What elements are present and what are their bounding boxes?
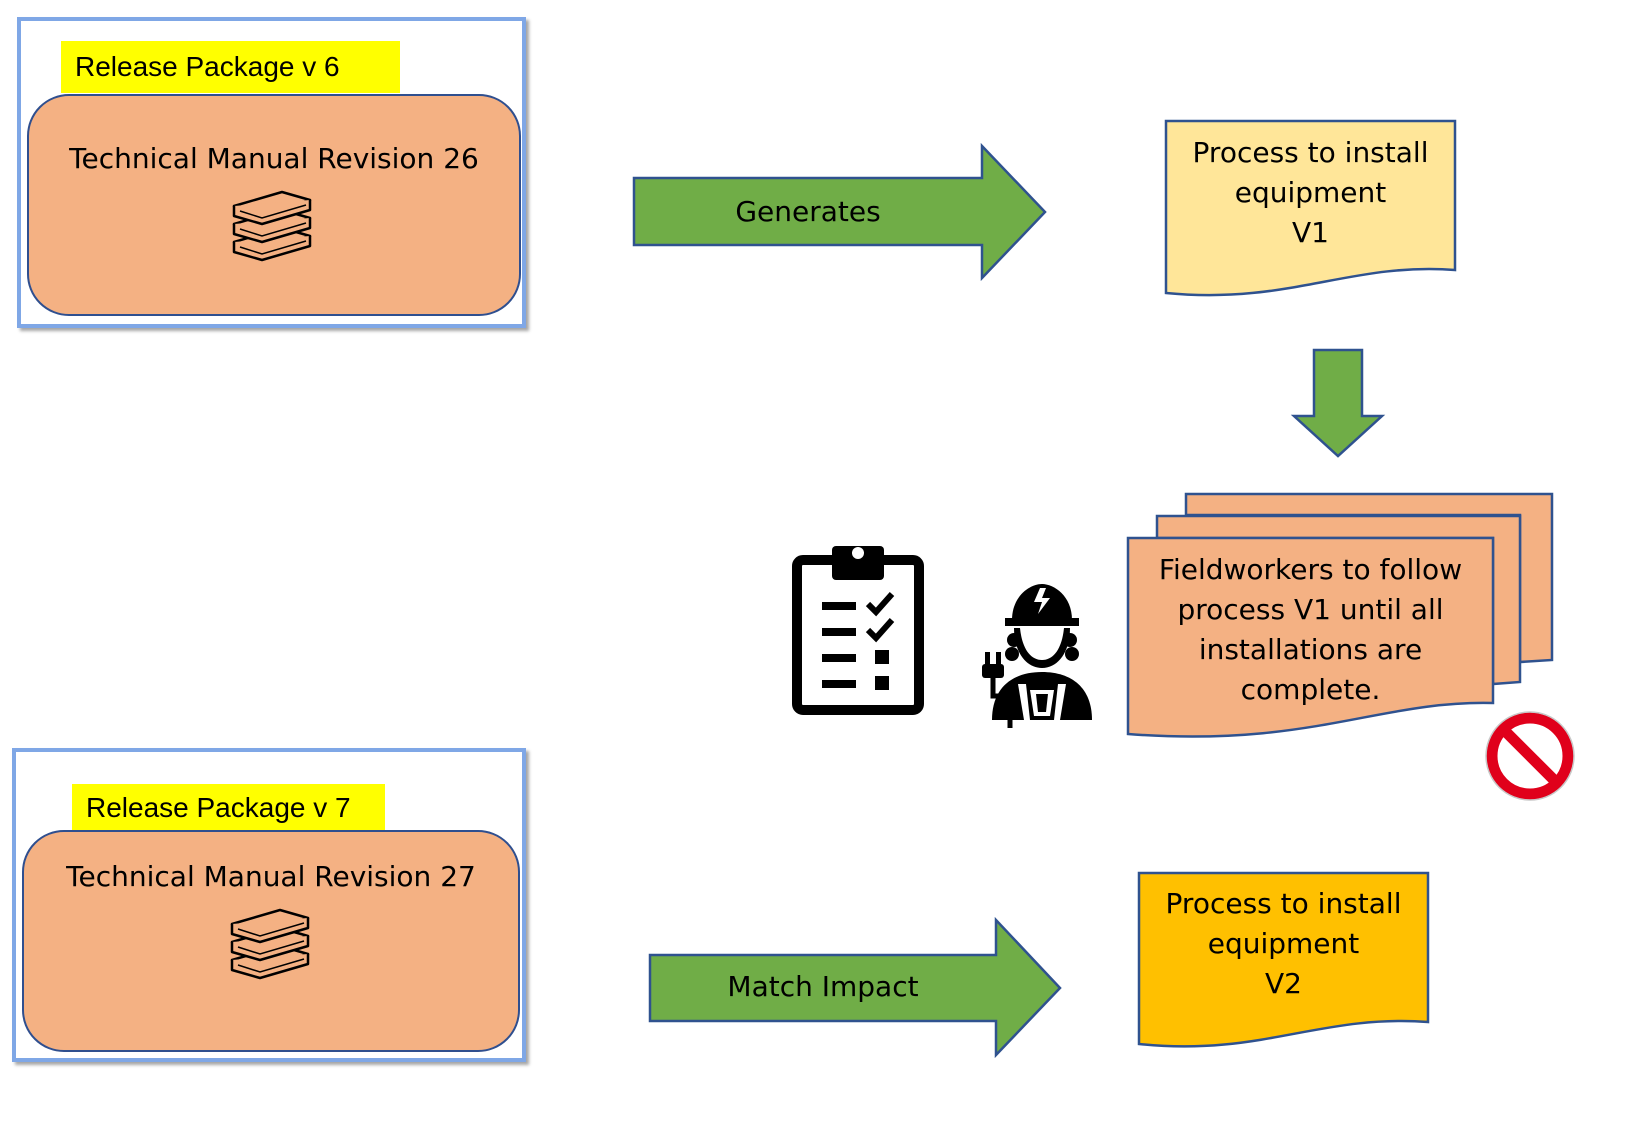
release-package-v7: Release Package v 7 Technical Manual Rev… xyxy=(12,748,526,1062)
doc-line: Process to install xyxy=(1192,136,1429,169)
doc-line: installations are xyxy=(1198,633,1423,666)
books-icon xyxy=(232,190,312,262)
release-package-label: Release Package v 6 xyxy=(61,41,400,93)
process-v1-text: Process to install equipment V1 xyxy=(1166,133,1455,253)
manual-title: Technical Manual Revision 27 xyxy=(66,860,476,893)
doc-line: V1 xyxy=(1292,216,1329,249)
generates-label: Generates xyxy=(735,195,881,228)
release-package-v6: Release Package v 6 Technical Manual Rev… xyxy=(17,17,526,328)
manual-title: Technical Manual Revision 26 xyxy=(69,142,479,175)
release-package-label: Release Package v 7 xyxy=(72,784,385,834)
technical-manual-box: Technical Manual Revision 27 xyxy=(22,830,520,1052)
doc-line: equipment xyxy=(1234,176,1387,209)
clipboard-checklist-icon xyxy=(792,546,924,715)
doc-line: V2 xyxy=(1265,967,1302,1000)
process-v1-document xyxy=(1164,119,1457,297)
doc-line: complete. xyxy=(1240,673,1381,706)
process-v2-document xyxy=(1137,871,1430,1048)
prohibited-icon xyxy=(1485,711,1575,801)
technical-manual-box: Technical Manual Revision 26 xyxy=(27,94,521,316)
fieldworkers-multidocument xyxy=(1126,492,1554,738)
generates-arrow xyxy=(632,142,1047,282)
electrician-worker-icon xyxy=(982,584,1092,728)
doc-line: equipment xyxy=(1207,927,1360,960)
down-arrow xyxy=(1290,348,1386,458)
doc-line: process V1 until all xyxy=(1177,593,1444,626)
match-impact-label: Match Impact xyxy=(727,970,919,1003)
fieldworkers-text: Fieldworkers to follow process V1 until … xyxy=(1128,550,1493,710)
match-impact-arrow xyxy=(648,916,1062,1059)
doc-line: Process to install xyxy=(1165,887,1402,920)
books-icon xyxy=(230,908,310,980)
process-v2-text: Process to install equipment V2 xyxy=(1139,884,1428,1004)
doc-line: Fieldworkers to follow xyxy=(1158,553,1463,586)
